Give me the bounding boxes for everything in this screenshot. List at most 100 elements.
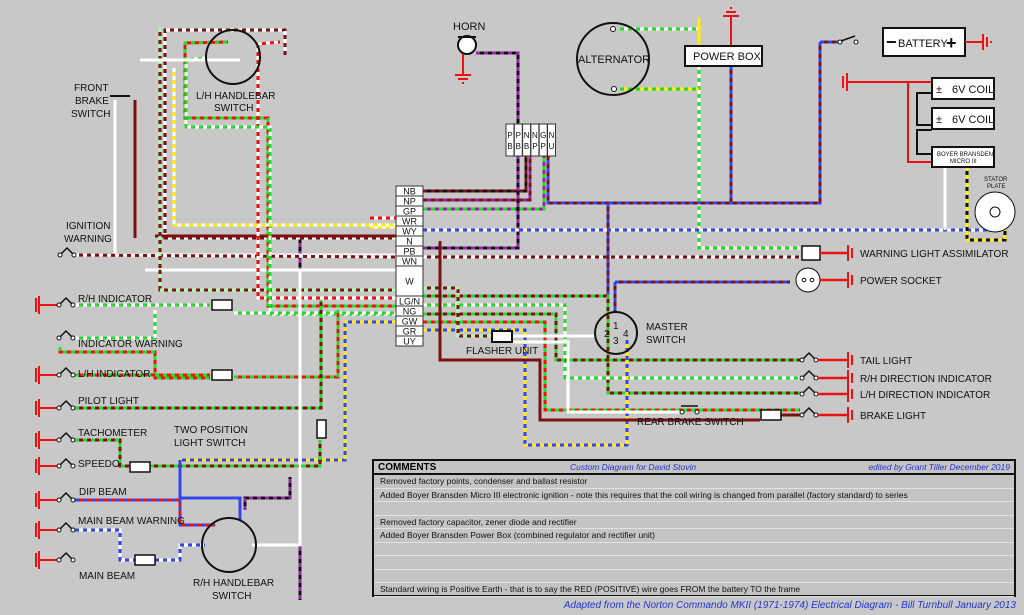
connector-label: LG/N — [399, 297, 420, 307]
coil-2-label: 6V COIL — [952, 114, 994, 126]
custom-diagram-note: Custom Diagram for David Stovin — [570, 462, 697, 472]
terminal — [799, 375, 805, 381]
wire-stripe — [546, 42, 822, 205]
ground-icon — [455, 74, 471, 84]
wire-stripe — [423, 294, 800, 395]
lamp-label: PILOT LIGHT — [78, 396, 139, 407]
wire-stripe — [150, 440, 322, 468]
comment-row — [374, 543, 1014, 556]
terminal — [799, 412, 805, 418]
inline-component — [211, 299, 233, 311]
connector-pin-label: U — [549, 142, 555, 151]
master-label-1: MASTER — [646, 322, 688, 333]
flasher-label: FLASHER UNIT — [466, 346, 538, 357]
coil-1-label: 6V COIL — [952, 84, 994, 96]
lamp-dip-beam: DIP BEAM — [35, 487, 127, 509]
wire — [256, 40, 396, 300]
lamp-icon — [801, 369, 817, 379]
battery: − BATTERY + — [837, 27, 992, 57]
wire — [512, 340, 680, 414]
front-brake-label-2: BRAKE — [75, 96, 109, 107]
right-item-tail-light: TAIL LIGHT — [799, 351, 912, 368]
wire — [252, 270, 302, 547]
lamp-label: INDICATOR WARNING — [78, 339, 183, 350]
lamp-indicator-warning: INDICATOR WARNING — [56, 329, 183, 350]
terminal — [56, 463, 62, 469]
lamp-icon — [801, 406, 817, 416]
connector-pin — [547, 123, 556, 157]
right-item-label: BRAKE LIGHT — [860, 411, 926, 422]
connector-pin-label: B — [507, 142, 512, 151]
ground-icon — [842, 73, 848, 91]
socket-pin — [801, 277, 807, 283]
ignition-warning-label-2: WARNING — [64, 234, 112, 245]
edited-by-note: edited by Grant Tiller December 2019 — [868, 462, 1010, 472]
lamp-icon — [58, 296, 74, 306]
wire-stripe — [965, 167, 1007, 242]
wire-stripe — [423, 303, 800, 380]
lamp-icon — [58, 431, 74, 441]
terminal — [56, 335, 62, 341]
front-brake-label-1: FRONT — [74, 83, 108, 94]
alternator-label: ALTERNATOR — [578, 54, 650, 66]
power-box: POWER BOX — [684, 7, 763, 67]
connector-label: NB — [403, 187, 416, 197]
connector-cell — [395, 265, 424, 297]
wire-stripe — [75, 310, 157, 340]
stator-plate: STATOR PLATE — [974, 177, 1016, 233]
wire-stripe — [172, 68, 396, 227]
switch-icon — [201, 517, 257, 573]
comment-row — [374, 502, 1014, 516]
wire-stripe — [423, 156, 520, 250]
connector-label: WY — [402, 227, 417, 237]
connector-label: WR — [402, 217, 417, 227]
connector-pin-label: B — [516, 142, 521, 151]
terminal — [70, 437, 76, 443]
comment-row: Removed factory points, condenser and ba… — [374, 475, 1014, 489]
lamp-ignition-warning — [57, 246, 77, 258]
wire — [75, 300, 323, 410]
wire-stripe — [58, 347, 210, 380]
lamp-icon — [58, 521, 74, 531]
lamp-speedo: SPEEDO — [35, 457, 120, 475]
wire-stripe — [183, 40, 396, 308]
terminal — [70, 527, 76, 533]
assimilator-box — [801, 245, 821, 261]
wire-stripe — [75, 438, 130, 468]
connector-label: NG — [403, 307, 417, 317]
ground-icon — [982, 34, 992, 50]
terminal — [56, 557, 62, 563]
wires — [58, 18, 1007, 600]
wire — [620, 27, 800, 250]
terminal — [813, 412, 819, 418]
lamp-icon — [58, 551, 74, 561]
connector-label: W — [405, 277, 414, 287]
wire — [178, 460, 242, 520]
terminal — [813, 357, 819, 363]
lamp-icon — [58, 399, 74, 409]
wire-stripe — [234, 310, 340, 379]
master-switch: 1 2 3 4 MASTER SWITCH — [594, 311, 688, 355]
connector-label: NP — [403, 197, 416, 207]
boyer-label-2: MICRO III — [950, 159, 977, 165]
wire-stripe — [423, 156, 528, 193]
wire-stripe — [75, 300, 323, 410]
wire-stripe — [476, 51, 520, 124]
lamp-label: R/H INDICATOR — [78, 294, 152, 305]
stator-label-2: PLATE — [987, 184, 1006, 190]
comment-row: Added Boyer Bransden Micro III electroni… — [374, 489, 1014, 502]
horn-label: HORN — [453, 21, 485, 33]
wire-stripe — [158, 28, 396, 292]
terminal — [70, 497, 76, 503]
terminal — [70, 463, 76, 469]
rh-switch-label-2: SWITCH — [212, 591, 251, 602]
inline-component — [316, 419, 327, 439]
inline-component — [211, 369, 233, 381]
alternator: ALTERNATOR — [576, 22, 650, 96]
battery-label: BATTERY — [898, 38, 948, 50]
right-item-label: R/H DIRECTION INDICATOR — [860, 374, 992, 385]
lamp-icon — [58, 457, 74, 467]
wire-stripe — [423, 156, 546, 211]
connector-pin-label: B — [524, 142, 529, 151]
